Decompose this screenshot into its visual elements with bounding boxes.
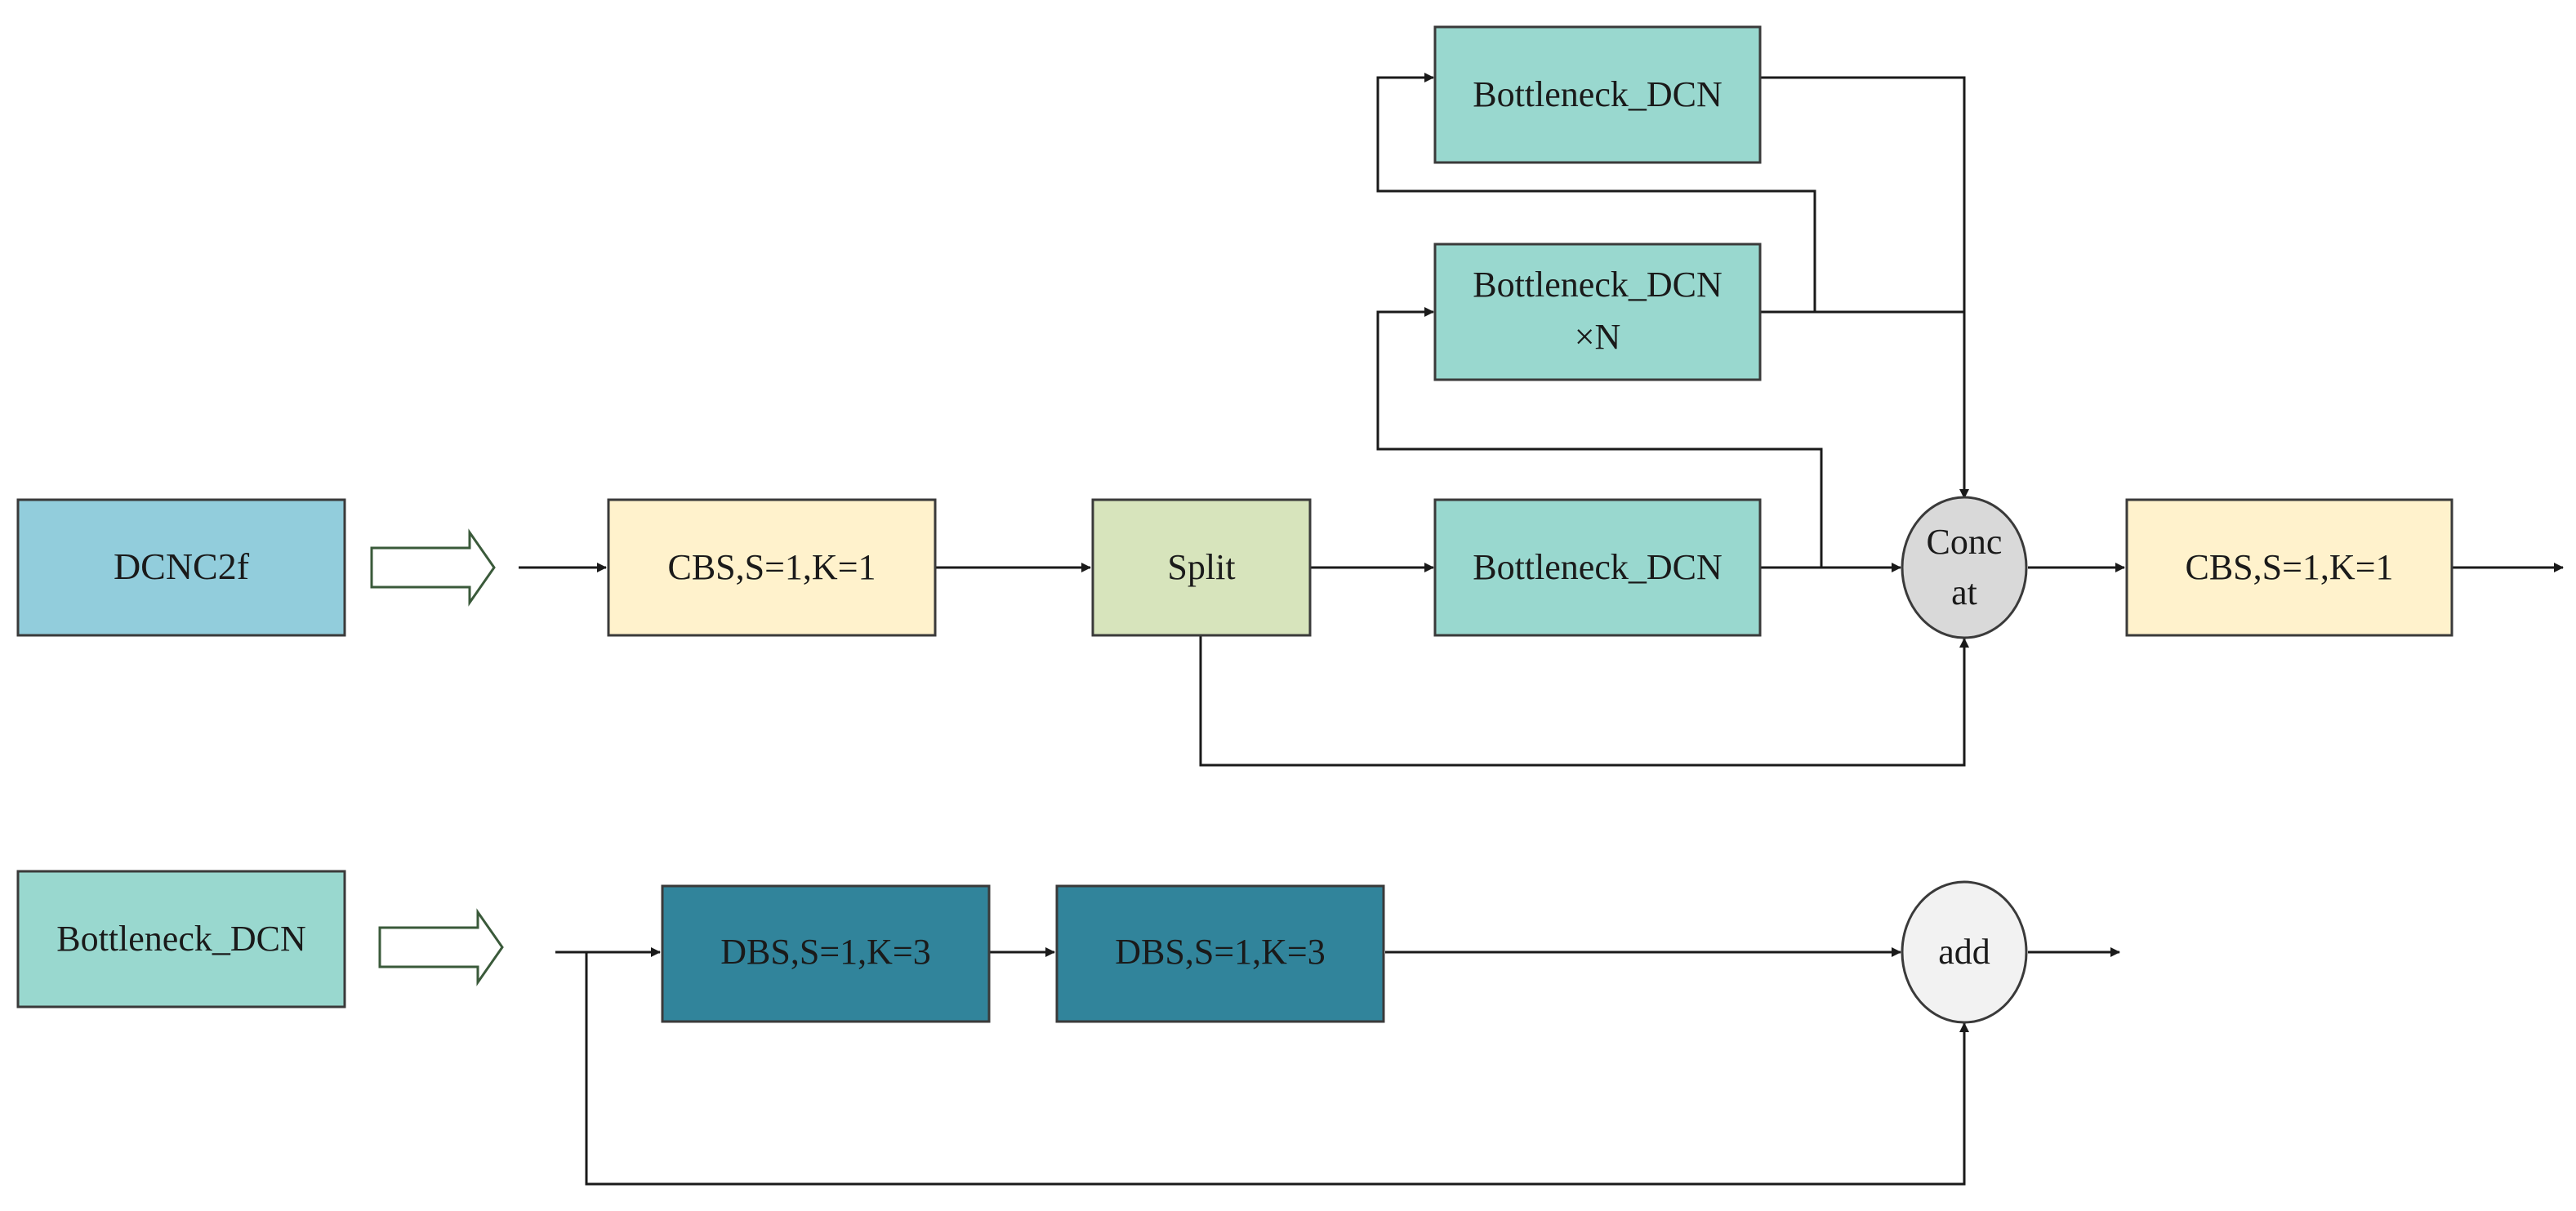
hollow-arrow-bottom	[378, 908, 504, 986]
connector-split-bypass-to-concat	[1199, 635, 1969, 767]
add-label: add	[1938, 932, 1990, 972]
dcnc2f-connectors	[519, 73, 2564, 767]
bottleneck-block-main: Bottleneck_DCN	[1433, 498, 1762, 637]
split-block: Split	[1091, 498, 1312, 637]
cbs-input-block: CBS,S=1,K=1	[607, 498, 937, 637]
bottleneck-dcn-connectors	[555, 947, 2120, 1186]
concat-label-line1: Conc	[1927, 522, 2003, 562]
cbs-output-label: CBS,S=1,K=1	[2185, 547, 2393, 587]
split-label: Split	[1167, 547, 1235, 587]
connector-bottleneck-n-to-bottleneck-top	[1376, 73, 1816, 312]
connector-residual-to-add	[585, 952, 1969, 1186]
dcnc2f-title-label: DCNC2f	[114, 545, 250, 587]
repeat-count-label: ×N	[1575, 317, 1621, 357]
dbs-2-label: DBS,S=1,K=3	[1115, 932, 1325, 972]
concat-label-line2: at	[1951, 572, 1977, 612]
bottleneck-block-repeat: Bottleneck_DCN ×N	[1433, 243, 1762, 381]
bottleneck-top-label: Bottleneck_DCN	[1473, 74, 1723, 114]
dcnc2f-diagram: DCNC2f CBS,S=1,K=1 Split	[16, 25, 2564, 767]
add-node: add	[1901, 880, 2028, 1024]
hollow-arrow-top	[370, 528, 496, 607]
bottleneck-dcn-title-label: Bottleneck_DCN	[56, 919, 306, 959]
concat-node: Conc at	[1901, 496, 2028, 639]
cbs-output-block: CBS,S=1,K=1	[2125, 498, 2453, 637]
bottleneck-dcn-title-block: Bottleneck_DCN	[16, 870, 346, 1008]
bottleneck-block-top: Bottleneck_DCN	[1433, 25, 1762, 164]
dbs-1-label: DBS,S=1,K=3	[720, 932, 930, 972]
cbs-input-label: CBS,S=1,K=1	[667, 547, 876, 587]
bottleneck-dcn-diagram: Bottleneck_DCN DBS,S=1,K=3 DBS,S=1,K=3 a…	[16, 870, 2120, 1186]
connector-bottleneck-top-to-concat	[1761, 76, 1969, 499]
dbs-block-2: DBS,S=1,K=3	[1055, 884, 1385, 1023]
bottleneck-main-label: Bottleneck_DCN	[1473, 547, 1723, 587]
dcnc2f-title-block: DCNC2f	[16, 498, 346, 637]
dbs-block-1: DBS,S=1,K=3	[661, 884, 991, 1023]
bottleneck-repeat-label: Bottleneck_DCN	[1473, 265, 1723, 305]
connector-bottleneck-to-bottleneck-n	[1376, 307, 1823, 568]
